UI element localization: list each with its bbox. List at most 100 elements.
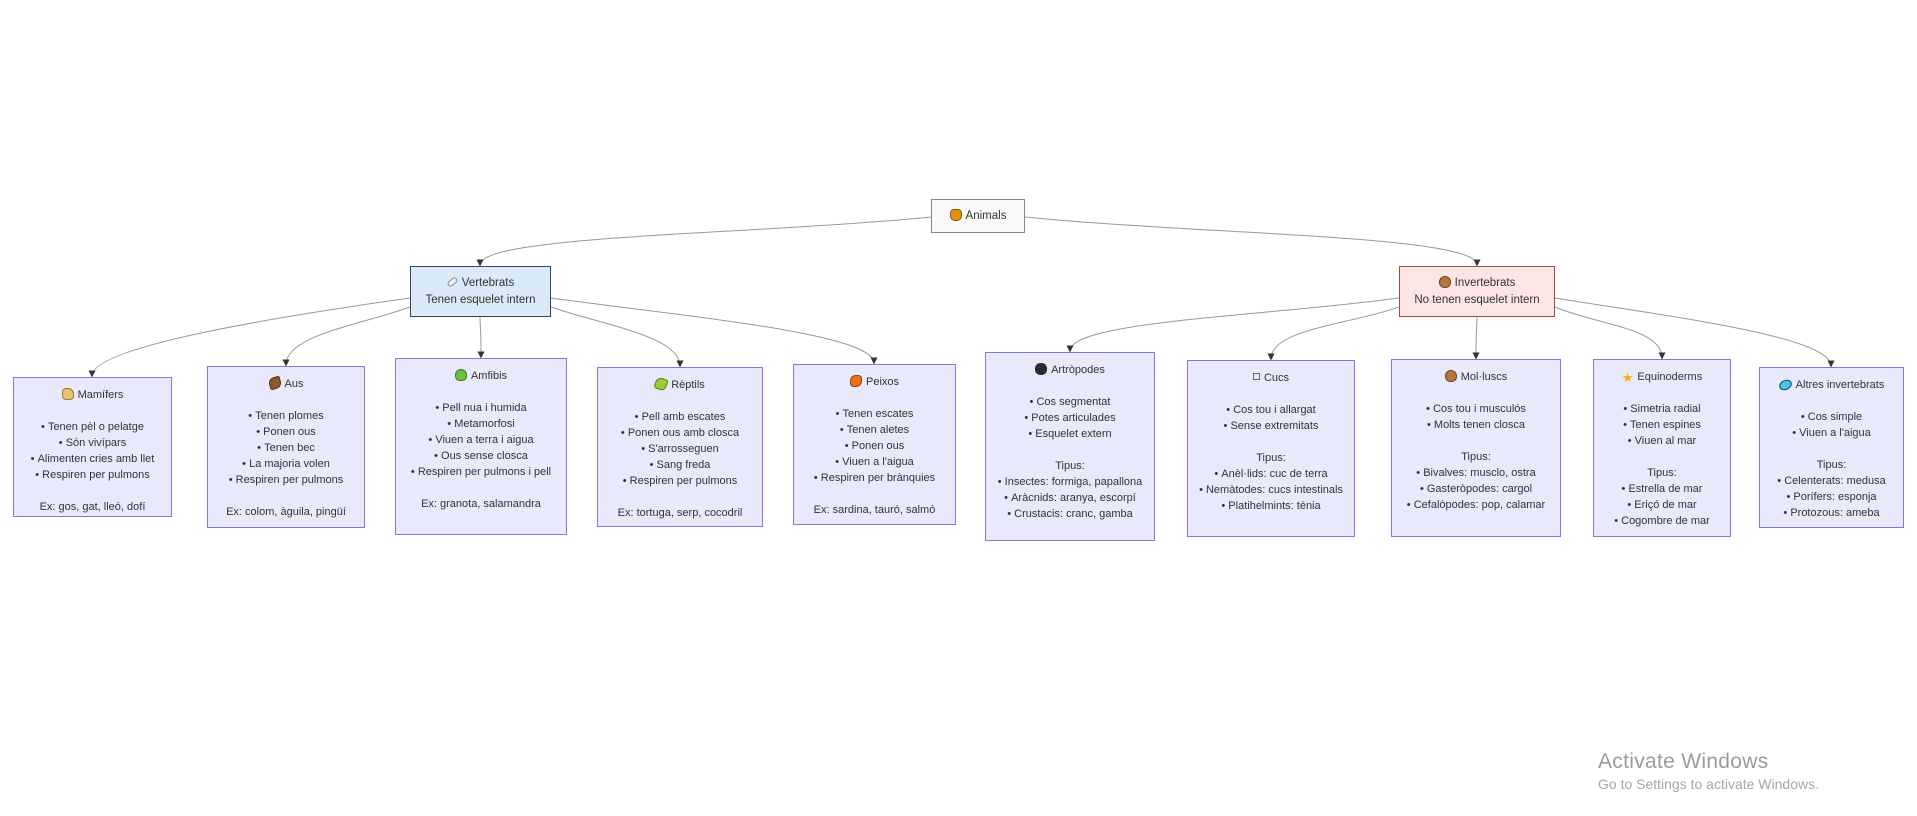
node-molluscs: Mol·luscsCos tou i musculósMolts tenen c…	[1391, 359, 1561, 537]
example-line: Ex: sardina, tauró, salmó	[813, 504, 936, 516]
node-subtitle: Tenen esquelet intern	[425, 294, 536, 306]
example-line: Ex: tortuga, serp, cocodril	[617, 507, 743, 519]
bullet-item: Ponen ous amb closca	[598, 425, 762, 441]
tipus-item: Aràcnids: aranya, escorpí	[986, 490, 1154, 506]
node-cucs: CucsCos tou i allargatSense extremitatsT…	[1187, 360, 1355, 537]
node-subtitle: No tenen esquelet intern	[1414, 294, 1540, 306]
edge-connector	[477, 316, 485, 359]
tipus-label: Tipus:	[1461, 451, 1491, 463]
edge-connector	[1472, 316, 1480, 360]
node-title: Amfibis	[470, 370, 508, 382]
edge-connector	[1267, 306, 1400, 361]
bullet-item: Esquelet extern	[986, 426, 1154, 442]
edge-connector	[1066, 297, 1400, 353]
edge-connector	[1554, 306, 1666, 360]
node-amfibis: AmfibisPell nua i humidaMetamorfosiViuen…	[395, 358, 567, 535]
example-line: Ex: granota, salamandra	[421, 498, 541, 510]
bullet-item: Cos tou i allargat	[1188, 402, 1354, 418]
snail-icon	[1444, 370, 1457, 382]
bullet-item: Alimenten cries amb llet	[14, 451, 171, 467]
tipus-item: Eriçó de mar	[1594, 497, 1730, 513]
node-bullets: Pell amb escatesPonen ous amb closcaS'ar…	[598, 409, 762, 489]
bullet-item: Són vivípars	[14, 435, 171, 451]
node-title: Invertebrats	[1454, 277, 1516, 289]
node-animals: Animals	[931, 199, 1025, 233]
tipus-item: Porífers: esponja	[1760, 489, 1903, 505]
tipus-item: Estrella de mar	[1594, 481, 1730, 497]
edge-connector	[550, 306, 684, 368]
node-equinoderms: EquinodermsSimetria radialTenen espinesV…	[1593, 359, 1731, 537]
node-vertebrats-header: Vertebrats	[411, 275, 550, 292]
node-title: Rèptils	[671, 379, 705, 391]
example-line: Ex: colom, àguila, pingüí	[226, 506, 346, 518]
node-title: Artròpodes	[1051, 364, 1105, 376]
tipus-label: Tipus:	[1256, 452, 1286, 464]
bullet-item: Sang freda	[598, 457, 762, 473]
tipus-item: Cogombre de mar	[1594, 513, 1730, 529]
node-aus: AusTenen plomesPonen ousTenen becLa majo…	[207, 366, 365, 528]
node-artropodes: ArtròpodesCos segmentatPotes articulades…	[985, 352, 1155, 541]
tipus-label: Tipus:	[1816, 459, 1847, 471]
node-bullets: Simetria radialTenen espinesViuen al mar	[1594, 401, 1730, 449]
bullet-item: Viuen a l'aigua	[794, 454, 955, 470]
bullet-item: Ponen ous	[794, 438, 955, 454]
node-bullets: Tenen plomesPonen ousTenen becLa majoria…	[208, 408, 364, 488]
bullet-item: La majoria volen	[208, 456, 364, 472]
edge-connector	[88, 297, 411, 378]
tipus-label: Tipus:	[1055, 460, 1085, 472]
node-altres: Altres invertebratsCos simpleViuen a l'a…	[1759, 367, 1904, 528]
activate-windows-watermark: Activate Windows Go to Settings to activ…	[1598, 750, 1819, 792]
tipus-item: Platihelmints: tènia	[1188, 498, 1354, 514]
bullet-item: Respiren per pulmons	[208, 472, 364, 488]
node-bullets: Pell nua i humidaMetamorfosiViuen a terr…	[396, 400, 566, 480]
tipus-item: Nemàtodes: cucs intestinals	[1188, 482, 1354, 498]
node-reptils-header: Rèptils	[598, 376, 762, 393]
bullet-item: Tenen escates	[794, 406, 955, 422]
tipus-label: Tipus:	[1647, 467, 1677, 479]
node-cucs-header: Cucs	[1188, 370, 1354, 386]
bullet-item: Viuen a l'aigua	[1760, 425, 1903, 441]
node-bullets: Cos tou i allargatSense extremitats	[1188, 402, 1354, 434]
bullet-item: Ponen ous	[208, 424, 364, 440]
node-mamifers-header: Mamífers	[14, 387, 171, 403]
node-bullets: Cos tou i musculósMolts tenen closca	[1392, 401, 1560, 433]
node-title: Aus	[284, 378, 304, 390]
tipus-item: Insectes: formiga, papallona	[986, 474, 1154, 490]
ox-face-icon	[949, 209, 962, 221]
node-title: Mamífers	[77, 389, 124, 401]
lizard-icon	[653, 376, 669, 392]
bullet-item: Pell nua i humida	[396, 400, 566, 416]
bullet-item: Tenen plomes	[208, 408, 364, 424]
node-peixos-header: Peixos	[794, 374, 955, 390]
node-bullets: Tenen pèl o pelatgeSón vivíparsAlimenten…	[14, 419, 171, 483]
node-title: Vertebrats	[461, 277, 515, 289]
bullet-item: Cos segmentat	[986, 394, 1154, 410]
bullet-item: Metamorfosi	[396, 416, 566, 432]
bullet-item: Pell amb escates	[598, 409, 762, 425]
edge-connector	[282, 306, 411, 367]
tipus-item: Gasteròpodes: cargol	[1392, 481, 1560, 497]
bullet-item: Tenen aletes	[794, 422, 955, 438]
node-title: Equinoderms	[1637, 371, 1703, 383]
edge-connector	[550, 297, 878, 365]
node-artropodes-header: Artròpodes	[986, 362, 1154, 378]
bullet-item: Tenen bec	[208, 440, 364, 456]
tipus-item: Anèl·lids: cuc de terra	[1188, 466, 1354, 482]
bullet-item: Tenen espines	[1594, 417, 1730, 433]
edge-connector	[476, 216, 932, 267]
edge-connector	[1024, 216, 1481, 267]
bullet-item: Respiren per brànquies	[794, 470, 955, 486]
node-bullets: Tenen escatesTenen aletesPonen ousViuen …	[794, 406, 955, 486]
bullet-item: Tenen pèl o pelatge	[14, 419, 171, 435]
bullet-item: Cos simple	[1760, 409, 1903, 425]
bullet-item: Cos tou i musculós	[1392, 401, 1560, 417]
bullet-item: Molts tenen closca	[1392, 417, 1560, 433]
frog-icon	[454, 369, 467, 381]
node-amfibis-header: Amfibis	[396, 368, 566, 384]
node-animals-header: Animals	[932, 208, 1024, 224]
bullet-item: Respiren per pulmons	[14, 467, 171, 483]
blue-oval-icon	[1777, 377, 1794, 393]
snail-icon	[1438, 276, 1451, 288]
